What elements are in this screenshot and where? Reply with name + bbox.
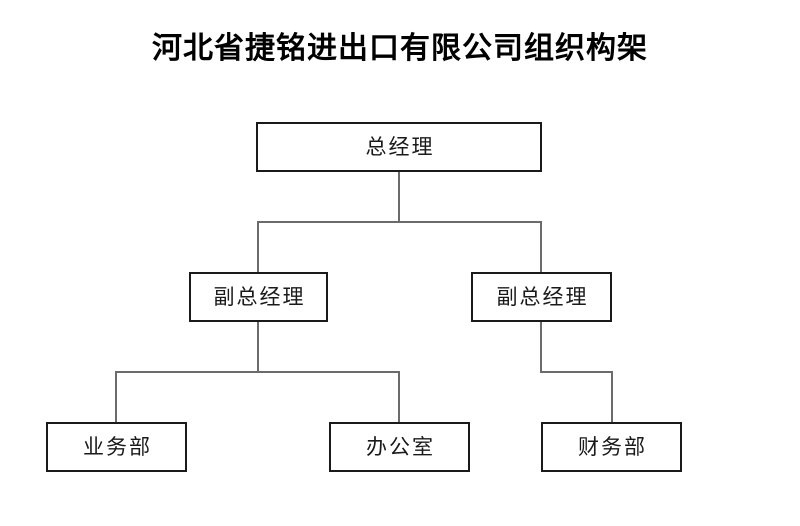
node-label-office: 办公室 xyxy=(366,435,435,459)
node-label-finance-department: 财务部 xyxy=(578,435,647,459)
connector-gm-stem-down xyxy=(398,172,400,222)
connector-deputy-left-stem xyxy=(257,322,259,372)
node-label-deputy-manager-right: 副总经理 xyxy=(496,285,589,309)
node-label-general-manager: 总经理 xyxy=(365,135,435,159)
connector-deputy-left-drop-a xyxy=(115,371,117,422)
node-deputy-manager-left[interactable]: 副总经理 xyxy=(189,272,328,322)
connector-gm-bus-horizontal xyxy=(257,221,542,223)
connector-gm-drop-left xyxy=(257,221,259,272)
connector-deputy-right-stem xyxy=(540,322,542,372)
page-title: 河北省捷铭进出口有限公司组织构架 xyxy=(152,31,648,66)
connector-gm-drop-right xyxy=(540,221,542,272)
node-label-deputy-manager-left: 副总经理 xyxy=(213,285,306,309)
connector-deputy-right-jog xyxy=(540,371,613,373)
node-business-department[interactable]: 业务部 xyxy=(46,422,187,472)
node-general-manager[interactable]: 总经理 xyxy=(256,122,542,172)
connector-deputy-left-drop-b xyxy=(398,371,400,422)
node-finance-department[interactable]: 财务部 xyxy=(541,422,682,472)
node-deputy-manager-right[interactable]: 副总经理 xyxy=(471,272,612,322)
node-label-business-department: 业务部 xyxy=(83,435,152,459)
connector-deputy-left-bus xyxy=(115,371,400,373)
connector-deputy-right-drop xyxy=(611,371,613,422)
node-office[interactable]: 办公室 xyxy=(329,422,470,472)
